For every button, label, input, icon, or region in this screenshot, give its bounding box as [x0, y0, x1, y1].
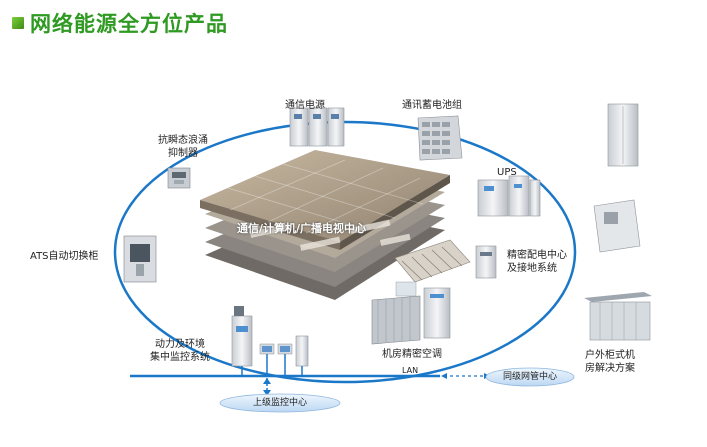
label-upper-monitoring: 上级监控中心: [252, 398, 307, 408]
label-lan: LAN: [402, 366, 419, 375]
label-telecom-power: 通信电源: [285, 100, 325, 111]
label-ups: UPS: [497, 167, 517, 178]
label-telecom-battery: 通讯蓄电池组: [402, 100, 462, 111]
telecom-power-cabinets-icon: [289, 107, 345, 147]
surge-suppressor-icon: [167, 167, 191, 189]
monitoring-system-icon: [231, 306, 309, 367]
label-center: 通信/计算机/广播电视中心: [237, 222, 367, 235]
label-monitoring: 动力及环境 集中监控系统: [150, 339, 210, 363]
label-peer-nms: 同级网管中心: [502, 372, 557, 382]
label-precision-distribution: 精密配电中心 及接地系统: [507, 250, 567, 274]
battery-rack-icon: [417, 115, 463, 161]
label-outdoor: 户外柜式机 房解决方案: [585, 350, 635, 374]
peer-nms-bubble: [485, 367, 575, 387]
ats-cabinet-icon: [123, 235, 157, 283]
ups-cabinets-icon: [477, 175, 541, 217]
label-surge: 抗瞬态浪涌 抑制器: [158, 135, 208, 159]
label-precision-ac: 机房精密空调: [382, 349, 442, 360]
distribution-cabinet-icon: [475, 245, 497, 279]
upper-monitoring-bubble: [219, 393, 341, 413]
page-title: 网络能源全方位产品: [30, 12, 228, 36]
title-bar: 网络能源全方位产品: [12, 8, 228, 38]
outdoor-cabinet-1-icon: [607, 103, 639, 167]
center-building: [200, 150, 471, 300]
building-top-floor: [200, 150, 450, 242]
square-bullet-icon: [12, 17, 24, 29]
ring-ellipse: [113, 120, 577, 384]
label-ats: ATS自动切换柜: [30, 251, 99, 262]
precision-ac-icon: [371, 281, 451, 345]
outdoor-shelter-icon: [584, 292, 652, 341]
outdoor-cabinet-2-icon: [593, 199, 641, 253]
